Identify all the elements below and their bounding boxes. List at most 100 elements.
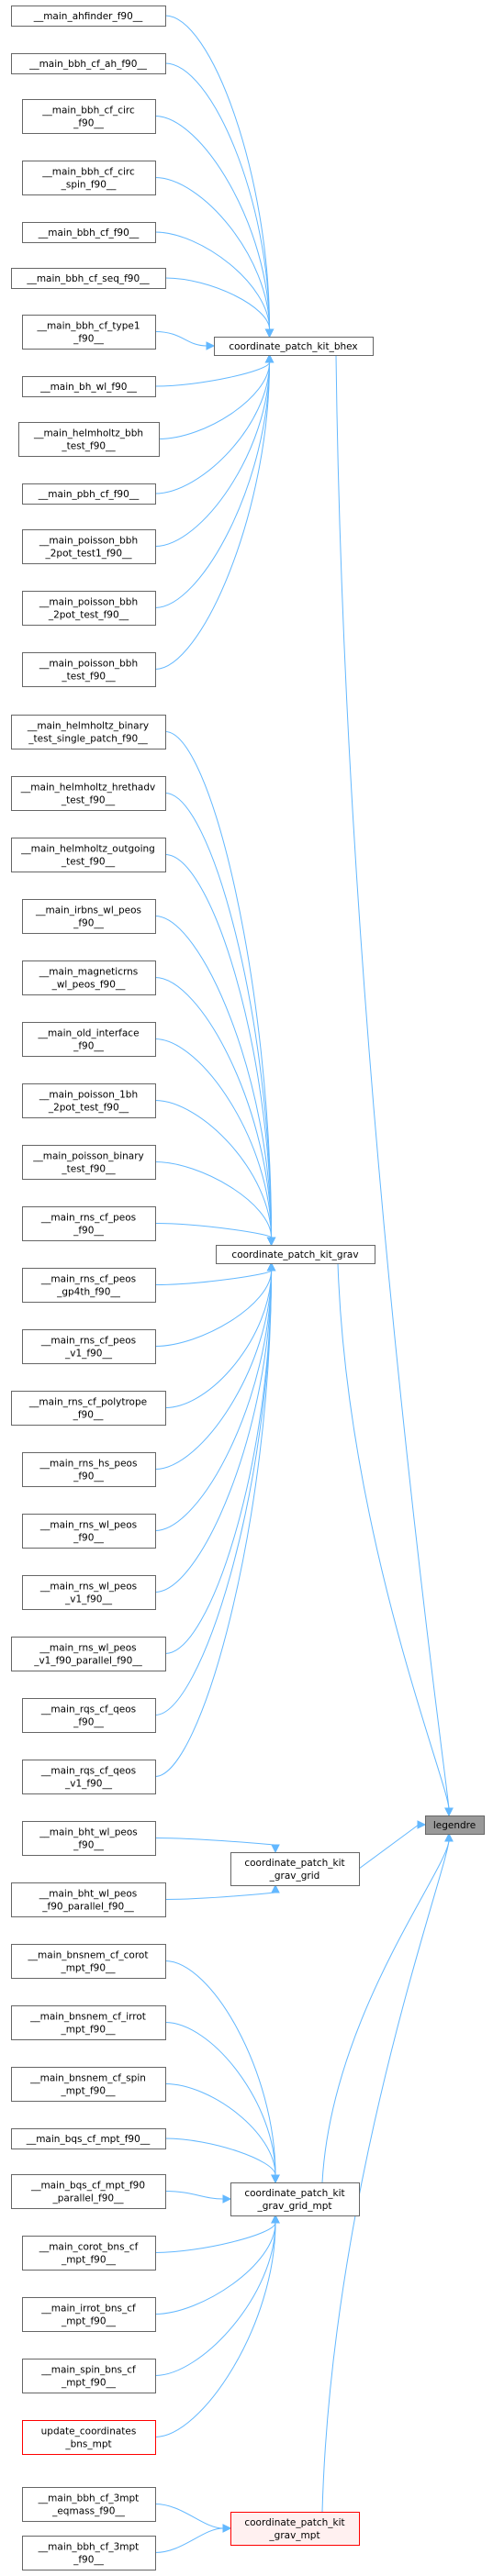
node-b15[interactable]: __main_rns_wl_peos_v1_f90__ (22, 1575, 156, 1610)
node-a1[interactable]: __main_ahfinder_f90__ (11, 6, 166, 27)
node-b3[interactable]: __main_helmholtz_outgoing_test_f90__ (11, 838, 166, 872)
node-b18[interactable]: __main_rqs_cf_qeos_v1_f90__ (22, 1760, 156, 1794)
node-d8[interactable]: __main_spin_bns_cf_mpt_f90__ (22, 2359, 156, 2393)
node-a7[interactable]: __main_bbh_cf_type1_f90__ (22, 315, 156, 350)
node-label: _2pot_test_f90__ (48, 610, 129, 621)
node-label: _f90__ (73, 1226, 105, 1237)
edge-a2-to-bhex (164, 62, 271, 330)
edge-b6-to-grav (154, 1038, 273, 1238)
node-a2[interactable]: __main_bbh_cf_ah_f90__ (11, 53, 166, 74)
node-label: _f90__ (73, 1041, 105, 1052)
node-a12[interactable]: __main_poisson_bbh_2pot_test_f90__ (22, 591, 156, 626)
node-label: _eqmass_f90__ (51, 2506, 126, 2517)
node-a13[interactable]: __main_poisson_bbh_test_f90__ (22, 652, 156, 687)
edge-b12-to-grav (164, 1270, 273, 1408)
node-d4[interactable]: __main_bqs_cf_mpt_f90__ (11, 2128, 166, 2149)
edge-b2-to-grav (164, 793, 273, 1238)
node-d7[interactable]: __main_irrot_bns_cf_mpt_f90__ (22, 2297, 156, 2332)
node-b10[interactable]: __main_rns_cf_peos_gp4th_f90__ (22, 1268, 156, 1303)
node-b4[interactable]: __main_irbns_wl_peos_f90__ (22, 899, 156, 934)
node-d9[interactable]: update_coordinates_bns_mpt (22, 2420, 156, 2455)
node-label: _f90__ (73, 1533, 105, 1544)
node-label: coordinate_patch_kit (244, 1858, 344, 1869)
node-box (214, 337, 374, 356)
edge-d1-to-grav_grid_mpt (164, 1960, 276, 2176)
node-box (11, 715, 166, 749)
node-e1[interactable]: __main_bbh_cf_3mpt_eqmass_f90__ (22, 2487, 156, 2522)
edge-b17-to-grav (154, 1270, 273, 1715)
node-b12[interactable]: __main_rns_cf_polytrope_f90__ (11, 1391, 166, 1426)
node-c1[interactable]: __main_bht_wl_peos_f90__ (22, 1821, 156, 1856)
node-box (22, 1452, 156, 1487)
node-a5[interactable]: __main_bbh_cf_f90__ (22, 222, 156, 243)
node-b16[interactable]: __main_rns_wl_peos_v1_f90_parallel_f90__ (11, 1637, 166, 1671)
node-b14[interactable]: __main_rns_wl_peos_f90__ (22, 1514, 156, 1549)
edge-b9-to-grav (154, 1223, 273, 1238)
node-grav_grid[interactable]: coordinate_patch_kit _grav_grid (230, 1852, 360, 1886)
node-box (22, 1206, 156, 1241)
node-b11[interactable]: __main_rns_cf_peos_v1_f90__ (22, 1329, 156, 1364)
node-label: _grav_grid (269, 1871, 320, 1882)
node-a3[interactable]: __main_bbh_cf_circ_f90__ (22, 99, 156, 134)
node-bhex[interactable]: coordinate_patch_kit_bhex (214, 337, 374, 356)
node-label: _v1_f90__ (64, 1594, 113, 1605)
node-a4[interactable]: __main_bbh_cf_circ_spin_f90__ (22, 161, 156, 195)
node-c2[interactable]: __main_bht_wl_peos _f90_parallel_f90__ (11, 1882, 166, 1917)
node-box (22, 1145, 156, 1180)
node-box (22, 1821, 156, 1856)
node-a8[interactable]: __main_bh_wl_f90__ (22, 376, 156, 397)
node-box (11, 53, 166, 74)
node-box (22, 1575, 156, 1610)
node-label: __main_helmholtz_binary (27, 721, 149, 732)
node-b5[interactable]: __main_magneticrns_wl_peos_f90__ (22, 960, 156, 995)
edge-a7-to-bhex-arrowhead (206, 341, 216, 350)
node-d2[interactable]: __main_bnsnem_cf_irrot_mpt_f90__ (11, 2005, 166, 2040)
edge-a3-to-bhex (154, 116, 271, 330)
edge-grav-to-legendre-arrowhead (444, 1807, 454, 1817)
node-label: __main_bht_wl_peos (39, 1889, 137, 1900)
edge-b5-to-grav (154, 977, 273, 1238)
node-label: __main_helmholtz_bbh (33, 428, 143, 439)
edge-grav_grid-to-legendre (358, 1824, 420, 1870)
node-b9[interactable]: __main_rns_cf_peos_f90__ (22, 1206, 156, 1241)
node-d5[interactable]: __main_bqs_cf_mpt_f90_parallel_f90__ (11, 2174, 166, 2209)
edge-b10-to-grav (154, 1270, 273, 1285)
node-label: __main_helmholtz_outgoing (20, 844, 155, 855)
node-b17[interactable]: __main_rqs_cf_qeos _f90__ (22, 1698, 156, 1733)
edge-d5-to-grav_grid_mpt (164, 2191, 224, 2200)
node-label: _f90_parallel_f90__ (41, 1902, 134, 1913)
node-b7[interactable]: __main_poisson_1bh_2pot_test_f90__ (22, 1083, 156, 1118)
node-e2[interactable]: __main_bbh_cf_3mpt_f90__ (22, 2536, 156, 2570)
edge-b3-to-grav (164, 854, 273, 1238)
edge-d5-to-grav_grid_mpt-arrowhead (222, 2194, 232, 2204)
node-a6[interactable]: __main_bbh_cf_seq_f90__ (11, 268, 166, 289)
node-label: __main_rns_cf_peos (40, 1336, 136, 1347)
node-grav[interactable]: coordinate_patch_kit_grav (216, 1245, 375, 1264)
node-label: coordinate_patch_kit (244, 2188, 344, 2199)
node-legendre[interactable]: legendre (425, 1815, 485, 1835)
node-label: _f90__ (73, 1717, 105, 1728)
node-b8[interactable]: __main_poisson_binary_test_f90__ (22, 1145, 156, 1180)
node-b6[interactable]: __main_old_interface _f90__ (22, 1022, 156, 1057)
node-box (230, 2512, 360, 2546)
node-d6[interactable]: __main_corot_bns_cf_mpt_f90__ (22, 2236, 156, 2271)
node-b1[interactable]: __main_helmholtz_binary_test_single_patc… (11, 715, 166, 749)
node-grav_mpt[interactable]: coordinate_patch_kit_grav_mpt (230, 2512, 360, 2546)
node-d3[interactable]: __main_bnsnem_cf_spin_mpt_f90__ (11, 2067, 166, 2102)
node-label: __main_rqs_cf_qeos (40, 1704, 136, 1715)
node-label: _test_f90__ (61, 672, 116, 683)
node-a11[interactable]: __main_poisson_bbh_2pot_test1_f90__ (22, 529, 156, 564)
node-label: __main_old_interface (37, 1028, 139, 1039)
edge-a7-to-bhex (154, 331, 207, 347)
node-b13[interactable]: __main_rns_hs_peos_f90__ (22, 1452, 156, 1487)
node-d1[interactable]: __main_bnsnem_cf_corot_mpt_f90__ (11, 1944, 166, 1979)
node-a10[interactable]: __main_pbh_cf_f90__ (22, 483, 156, 505)
node-label: _bns_mpt (64, 2439, 111, 2450)
node-grav_grid_mpt[interactable]: coordinate_patch_kit_grav_grid_mpt (230, 2182, 360, 2216)
node-b2[interactable]: __main_helmholtz_hrethadv_test_f90__ (11, 776, 166, 811)
node-label: __main_poisson_binary (32, 1151, 143, 1162)
node-a9[interactable]: __main_helmholtz_bbh_test_f90__ (18, 422, 160, 457)
node-label: _mpt_f90__ (61, 2378, 117, 2389)
node-box (22, 1022, 156, 1057)
